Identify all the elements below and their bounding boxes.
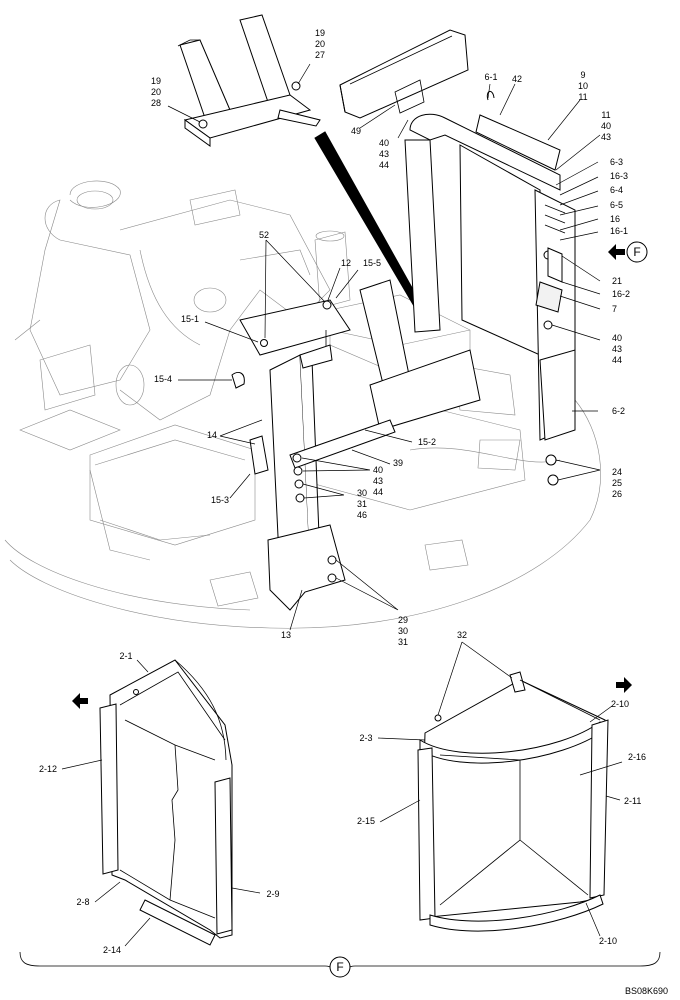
callout-label: 42 (512, 74, 522, 84)
drawing-code: BS08K690 (625, 986, 668, 996)
callout-label: 30 (398, 626, 408, 636)
callout-label: 20 (151, 87, 161, 97)
direction-arrow-icon (608, 244, 625, 260)
callout-label: 6-3 (610, 157, 623, 167)
cover-box-drawing (339, 29, 469, 119)
callout-label: 16-3 (610, 171, 628, 181)
callout-label: 10 (578, 81, 588, 91)
callout-label: 39 (393, 458, 403, 468)
callout-label: 2-12 (39, 764, 57, 774)
right-shroud-drawing (417, 671, 609, 932)
callout-label: 2-16 (628, 752, 646, 762)
callout-label: 16-2 (612, 289, 630, 299)
callout-label: 27 (315, 50, 325, 60)
view-marker-circle (626, 241, 648, 263)
upper-frame-drawing (4, 180, 601, 629)
callout-label: 7 (612, 304, 617, 314)
callout-label: 24 (612, 467, 622, 477)
callout-label: 15-2 (418, 437, 436, 447)
callout-label: 44 (612, 355, 622, 365)
leader-lines (61, 63, 623, 947)
callout-label: 2-10 (599, 936, 617, 946)
callout-label: 16-1 (610, 226, 628, 236)
direction-arrow-icon (72, 693, 88, 709)
callout-label: 25 (612, 478, 622, 488)
callout-label: 43 (601, 132, 611, 142)
callout-label: 20 (315, 39, 325, 49)
view-marker-label: F (633, 245, 640, 259)
callout-label: 31 (357, 499, 367, 509)
callout-label: 2-3 (359, 733, 372, 743)
side-frame-drawing (231, 279, 481, 611)
callout-label: 2-15 (357, 816, 375, 826)
callout-label: 19 (151, 76, 161, 86)
callout-label: 49 (351, 126, 361, 136)
callout-labels: 19 20 27 19 20 28 49 40 43 44 6-1 42 9 1… (39, 28, 646, 955)
callout-label: 15-1 (181, 314, 199, 324)
callout-label: 2-10 (611, 699, 629, 709)
callout-label: 40 (379, 138, 389, 148)
callout-label: 46 (357, 510, 367, 520)
callout-label: 32 (457, 630, 467, 640)
callout-label: 28 (151, 98, 161, 108)
callout-label: 21 (612, 276, 622, 286)
assembly-pointer-arrow (314, 131, 421, 307)
callout-label: 12 (341, 258, 351, 268)
callout-label: 40 (612, 333, 622, 343)
direction-arrow-icon (616, 677, 632, 693)
callout-label: 2-1 (119, 651, 132, 661)
view-marker-bottom-label: F (336, 960, 343, 974)
callout-label: 2-8 (76, 897, 89, 907)
left-shroud-drawing (99, 659, 233, 946)
callout-label: 11 (601, 110, 610, 120)
callout-label: 43 (373, 476, 383, 486)
callout-label: 13 (281, 630, 291, 640)
callout-label: 44 (373, 487, 383, 497)
callout-label: 6-5 (610, 200, 623, 210)
callout-label: 6-1 (484, 72, 497, 82)
callout-label: 16 (610, 214, 620, 224)
callout-label: 11 (578, 92, 587, 102)
callout-label: 40 (601, 121, 611, 131)
callout-label: 19 (315, 28, 325, 38)
callout-label: 31 (398, 637, 408, 647)
callout-label: 9 (580, 70, 585, 80)
callout-label: 40 (373, 465, 383, 475)
callout-label: 52 (259, 230, 269, 240)
callout-label: 26 (612, 489, 622, 499)
view-separator: F (19, 951, 661, 978)
callout-label: 14 (207, 430, 217, 440)
callout-label: 43 (379, 149, 389, 159)
callout-label: 6-4 (610, 185, 623, 195)
radiator-assembly-drawing (404, 91, 576, 486)
callout-label: 43 (612, 344, 622, 354)
callout-label: 15-3 (211, 495, 229, 505)
callout-label: 6-2 (612, 406, 625, 416)
callout-label: 15-5 (363, 258, 381, 268)
callout-label: 2-14 (103, 945, 121, 955)
callout-label: 2-11 (624, 796, 641, 806)
callout-label: 15-4 (154, 374, 172, 384)
mount-bracket-drawing (177, 14, 321, 147)
callout-label: 30 (357, 488, 367, 498)
callout-label: 2-9 (266, 889, 279, 899)
callout-label: 44 (379, 160, 389, 170)
callout-label: 29 (398, 615, 408, 625)
